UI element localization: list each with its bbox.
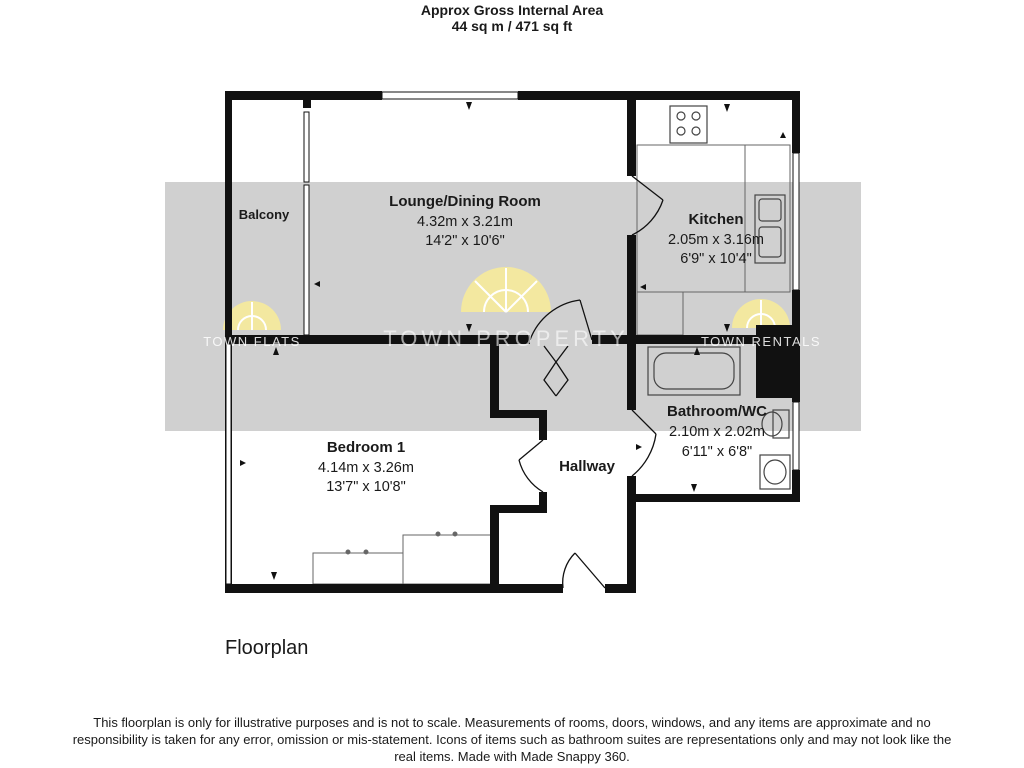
watermark-left-text: TOWN FLATS [203, 334, 301, 349]
kitchen-label: Kitchen 2.05m x 3.16m 6'9" x 10'4" [668, 211, 764, 267]
bathtub-icon [647, 346, 741, 396]
lounge-name: Lounge/Dining Room [389, 193, 541, 210]
hob-icon [669, 105, 708, 144]
sun-rays [237, 268, 776, 331]
hallway-name: Hallway [559, 458, 616, 475]
kitchen-sink-icon [754, 194, 786, 264]
washbasin-icon [759, 454, 791, 490]
area-title: Approx Gross Internal Area [420, 2, 604, 18]
area-value: 44 sq m / 471 sq ft [451, 18, 573, 34]
area-header: Approx Gross Internal Area 44 sq m / 471… [0, 2, 1024, 34]
balcony-label: Balcony [239, 207, 290, 222]
wardrobe-units [312, 531, 492, 585]
bedroom-name: Bedroom 1 [327, 439, 405, 456]
bedroom-imperial: 13'7" x 10'8" [326, 479, 406, 495]
bathroom-imperial: 6'11" x 6'8" [682, 444, 752, 460]
bedroom-metric: 4.14m x 3.26m [318, 460, 414, 476]
floorplan-caption: Floorplan [225, 637, 309, 659]
balcony-name: Balcony [239, 207, 290, 222]
bathroom-label: Bathroom/WC 2.10m x 2.02m 6'11" x 6'8" [667, 403, 767, 460]
watermark-right-text: TOWN RENTALS [701, 334, 821, 349]
lounge-imperial: 14'2" x 10'6" [425, 233, 505, 249]
watermark-center-text: TOWN PROPERTY [383, 326, 629, 351]
windows [225, 91, 800, 585]
kitchen-imperial: 6'9" x 10'4" [680, 251, 751, 267]
kitchen-name: Kitchen [688, 211, 743, 228]
walls [225, 91, 800, 593]
door-swings [518, 175, 664, 589]
lounge-label: Lounge/Dining Room 4.32m x 3.21m 14'2" x… [389, 193, 541, 249]
lounge-metric: 4.32m x 3.21m [417, 214, 513, 230]
toilet-icon [761, 409, 790, 439]
bathroom-name: Bathroom/WC [667, 403, 767, 420]
balcony-screen [303, 100, 311, 336]
hallway-label: Hallway [559, 458, 616, 475]
kitchen-metric: 2.05m x 3.16m [668, 232, 764, 248]
bedroom-label: Bedroom 1 4.14m x 3.26m 13'7" x 10'8" [318, 439, 414, 495]
disclaimer-text: This floorplan is only for illustrative … [72, 715, 952, 764]
bathroom-metric: 2.10m x 2.02m [669, 424, 765, 440]
direction-arrows [240, 102, 786, 580]
